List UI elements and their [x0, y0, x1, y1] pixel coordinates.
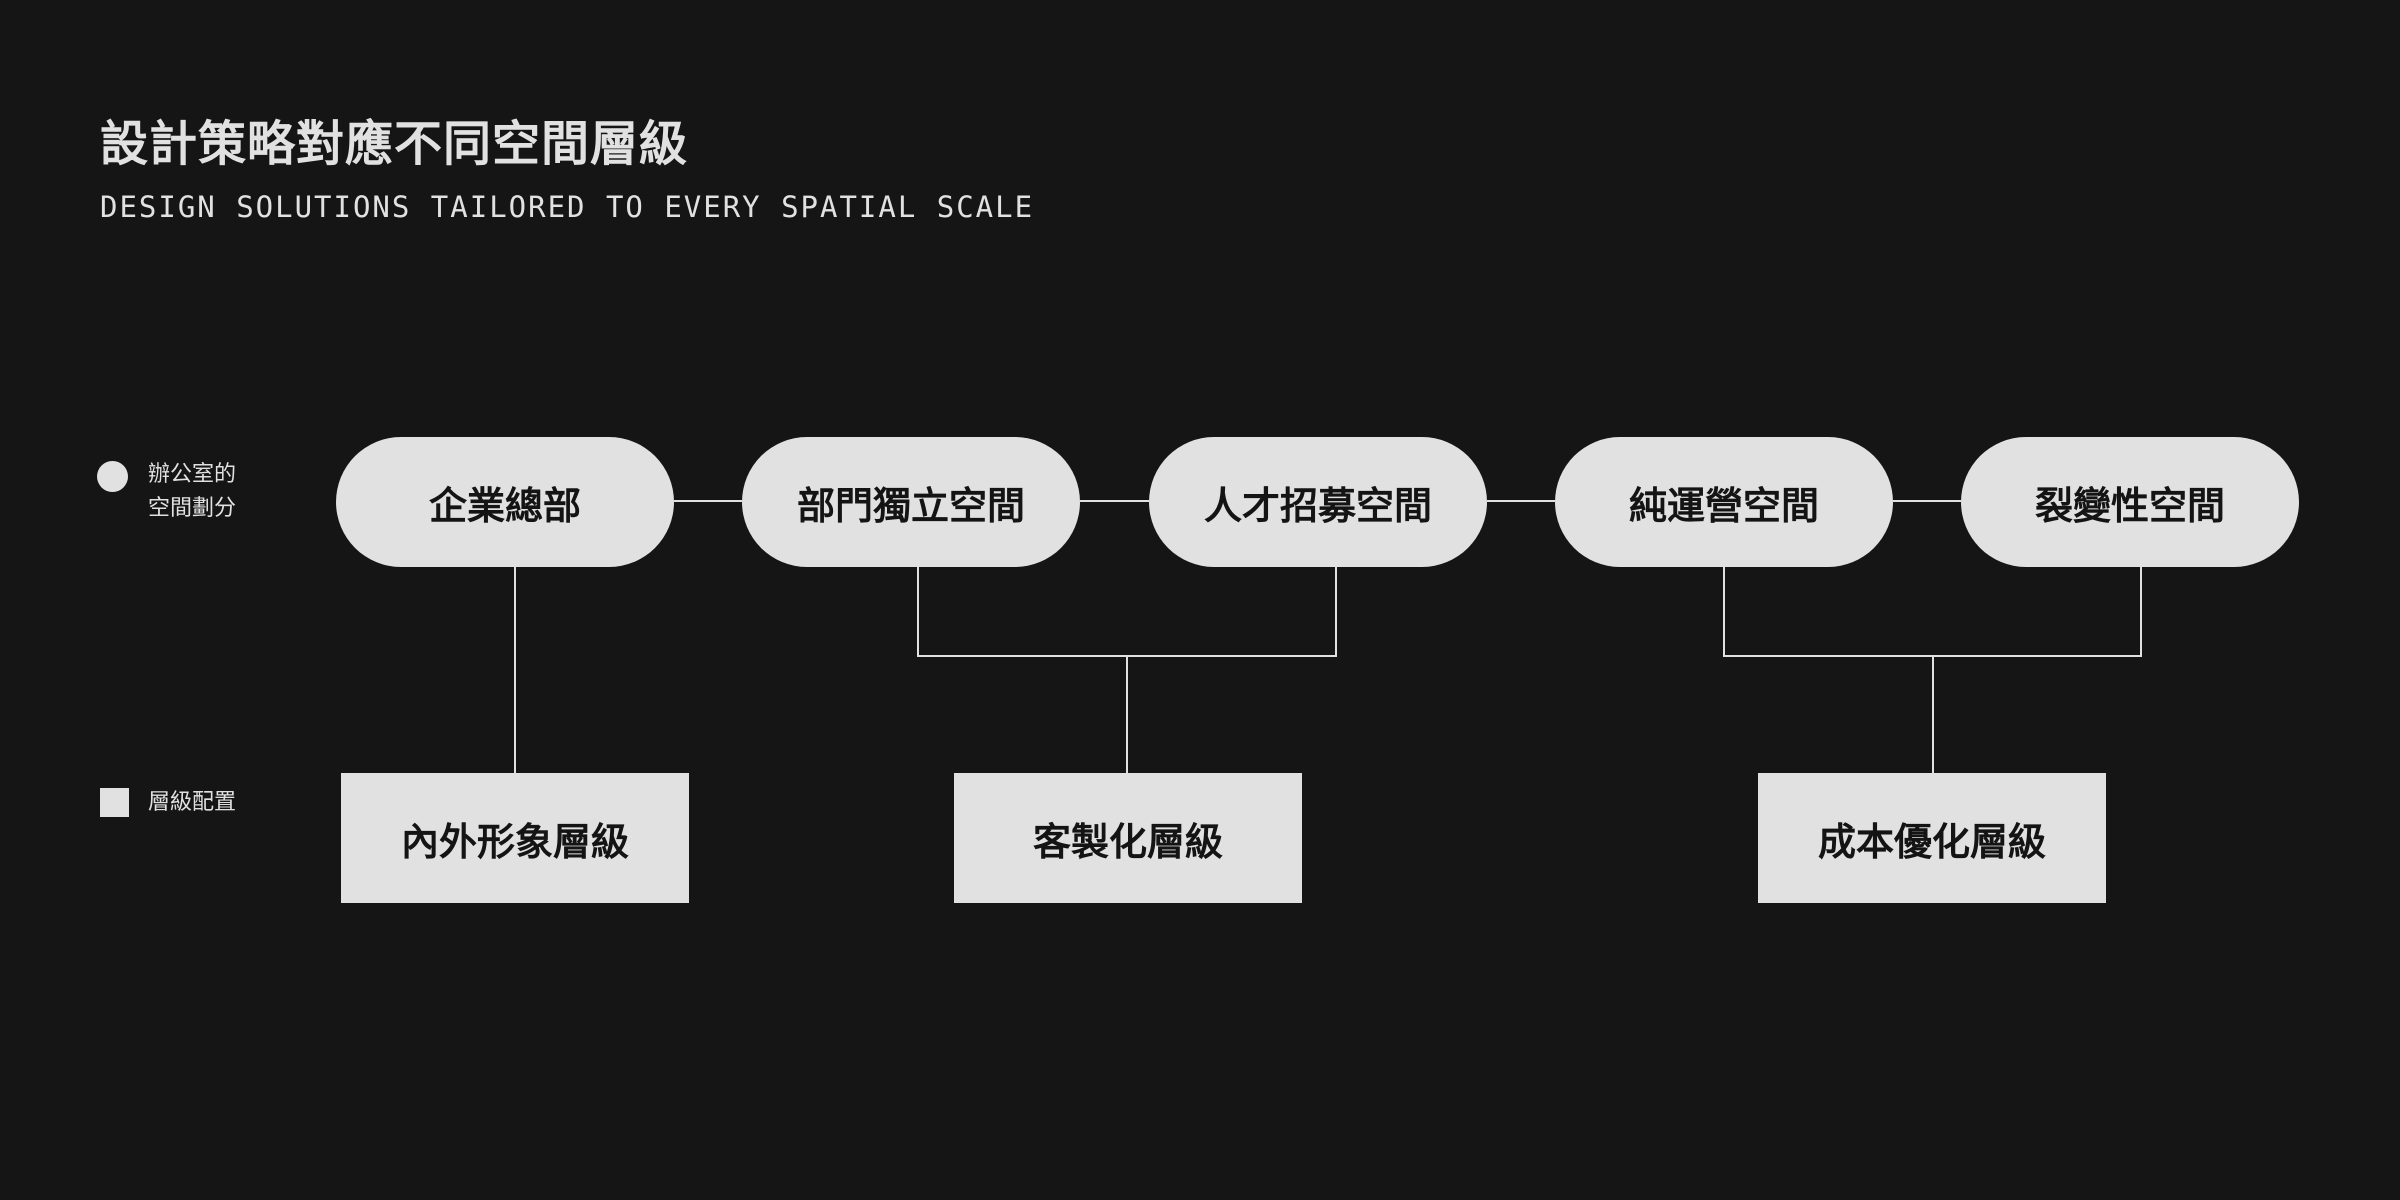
legend-circle-icon	[97, 461, 128, 492]
space-node-5: 裂變性空間	[1961, 437, 2299, 567]
space-node-4: 純運營空間	[1555, 437, 1893, 567]
diagram-title: 設計策略對應不同空間層級	[100, 116, 689, 172]
bracket-space4-space5	[1723, 567, 2142, 657]
space-node-2: 部門獨立空間	[742, 437, 1080, 567]
level-node-1: 內外形象層級	[341, 773, 689, 903]
legend-square-icon	[100, 788, 129, 817]
legend-circle-label-line1: 辦公室的	[148, 462, 237, 487]
legend-square-label: 層級配置	[148, 790, 237, 815]
space-node-3: 人才招募空間	[1149, 437, 1487, 567]
level-node-2: 客製化層級	[954, 773, 1302, 903]
legend-circle-label: 辦公室的 空間劃分	[148, 458, 236, 526]
legend-circle-label-line2: 空間劃分	[148, 496, 237, 521]
level-node-3: 成本優化層級	[1758, 773, 2106, 903]
bracket-space2-space3	[917, 567, 1337, 657]
space-node-1: 企業總部	[336, 437, 674, 567]
diagram-subtitle: DESIGN SOLUTIONS TAILORED TO EVERY SPATI…	[100, 190, 1035, 224]
